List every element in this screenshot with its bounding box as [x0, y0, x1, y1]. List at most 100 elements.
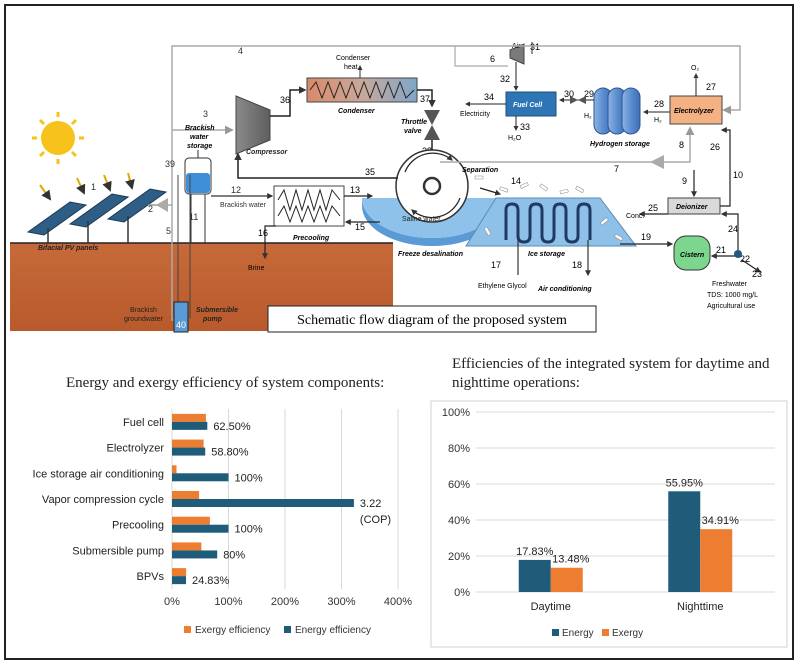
svg-text:33: 33 [520, 122, 530, 132]
data-label: 24.83% [192, 575, 230, 587]
y-tick-label: 100% [442, 407, 470, 419]
x-tick-label: 200% [271, 596, 299, 608]
svg-text:Fuel Cell: Fuel Cell [513, 102, 543, 109]
svg-text:Agricultural use: Agricultural use [707, 303, 755, 310]
svg-text:14: 14 [511, 176, 521, 186]
svg-text:15: 15 [355, 222, 365, 232]
throttle-valve [424, 110, 440, 140]
svg-text:Conc.: Conc. [626, 213, 644, 220]
svg-text:17: 17 [491, 260, 501, 270]
svg-text:2: 2 [148, 204, 153, 214]
svg-text:Electrolyzer: Electrolyzer [674, 108, 715, 115]
svg-text:13: 13 [350, 185, 360, 195]
category-label: Submersible pump [72, 545, 164, 557]
energy-bar [172, 576, 187, 585]
svg-text:3: 3 [203, 109, 208, 119]
submersible-pump [173, 301, 189, 333]
compressor [235, 95, 271, 155]
x-tick-label: 0% [164, 596, 180, 608]
energy-bar [172, 447, 206, 456]
svg-text:Deionizer: Deionizer [676, 204, 709, 211]
svg-text:35: 35 [365, 167, 375, 177]
svg-text:30: 30 [564, 89, 574, 99]
category-label: BPVs [136, 571, 164, 583]
category-label: Nighttime [677, 601, 723, 613]
schematic-caption-box [267, 305, 597, 333]
bifacial-pv-panels [26, 188, 168, 243]
ice-storage-tank [465, 175, 637, 247]
svg-text:11: 11 [189, 212, 198, 222]
y-tick-label: 20% [448, 551, 470, 563]
right-chart-title-line1: Efficiencies of the integrated system fo… [452, 356, 770, 372]
chart-border [430, 400, 788, 648]
svg-text:Freshwater: Freshwater [712, 281, 748, 288]
cistern [673, 235, 711, 271]
svg-text:25: 25 [648, 203, 658, 213]
svg-text:Separation: Separation [462, 167, 498, 174]
sun-icon [32, 112, 84, 164]
exergy-bar [700, 529, 733, 592]
energy-data-label: 55.95% [666, 477, 704, 489]
svg-text:21: 21 [716, 245, 726, 255]
svg-text:pump: pump [202, 316, 223, 323]
data-label: 100% [235, 472, 263, 484]
energy-bar [518, 559, 551, 592]
energy-data-label: 17.83% [516, 546, 554, 558]
svg-text:Precooling: Precooling [293, 235, 330, 242]
legend-swatch-energy [284, 626, 291, 633]
svg-text:5: 5 [166, 226, 171, 236]
svg-text:32: 32 [500, 74, 510, 84]
legend-label-energy: Energy [562, 628, 594, 639]
svg-text:1: 1 [91, 182, 96, 192]
svg-text:valve: valve [404, 128, 422, 135]
svg-text:26: 26 [710, 142, 720, 152]
energy-bar [172, 473, 229, 482]
svg-text:storage: storage [187, 143, 212, 150]
svg-text:27: 27 [706, 82, 716, 92]
svg-text:Condenser: Condenser [336, 55, 371, 62]
label-bifacial-pv: Bifacial PV panels [38, 245, 98, 252]
svg-text:Brine: Brine [248, 265, 264, 272]
svg-text:groundwater: groundwater [124, 316, 164, 323]
schematic-diagram: 1 Bifacial PV panels 2 4 39 3 5 Brackish… [10, 42, 762, 333]
left-chart-title: Energy and exergy efficiency of system c… [66, 375, 385, 391]
category-label: Precooling [112, 520, 164, 532]
svg-text:heat: heat [344, 64, 358, 71]
svg-text:19: 19 [641, 232, 651, 242]
category-label: Ice storage air conditioning [33, 468, 164, 480]
data-label: 100% [235, 524, 263, 536]
svg-text:7: 7 [614, 164, 619, 174]
data-label: 3.22 [360, 498, 381, 510]
cop-label: (COP) [360, 514, 391, 526]
svg-text:H₂: H₂ [654, 117, 662, 124]
hydrogen-storage-tanks [593, 87, 641, 135]
svg-text:Brackish: Brackish [130, 307, 157, 314]
svg-text:H₂O: H₂O [508, 135, 522, 142]
exergy-bar [172, 491, 200, 499]
svg-text:Brackish: Brackish [185, 125, 215, 132]
svg-text:Electricity: Electricity [460, 111, 490, 118]
svg-text:Freeze desalination: Freeze desalination [398, 251, 463, 258]
exergy-bar [172, 516, 210, 525]
svg-text:22: 22 [740, 254, 750, 264]
svg-text:water: water [190, 134, 210, 141]
legend-label-energy: Energy efficiency [295, 625, 371, 636]
exergy-data-label: 13.48% [552, 554, 590, 566]
energy-bar [668, 491, 701, 592]
svg-text:10: 10 [733, 170, 743, 180]
svg-text:36: 36 [280, 95, 290, 105]
svg-text:28: 28 [654, 99, 664, 109]
legend-label-exergy: Exergy [612, 628, 643, 639]
freeze-desalination-unit [362, 149, 502, 246]
condenser [306, 77, 418, 103]
x-tick-label: 100% [214, 596, 242, 608]
svg-text:16: 16 [258, 228, 268, 238]
svg-text:8: 8 [679, 140, 684, 150]
y-tick-label: 80% [448, 443, 470, 455]
electrolyzer [669, 95, 723, 125]
svg-text:34: 34 [484, 92, 494, 102]
right-chart-title-line2: nighttime operations: [452, 375, 580, 391]
svg-text:Ice storage: Ice storage [528, 251, 565, 258]
svg-text:37: 37 [420, 94, 430, 104]
